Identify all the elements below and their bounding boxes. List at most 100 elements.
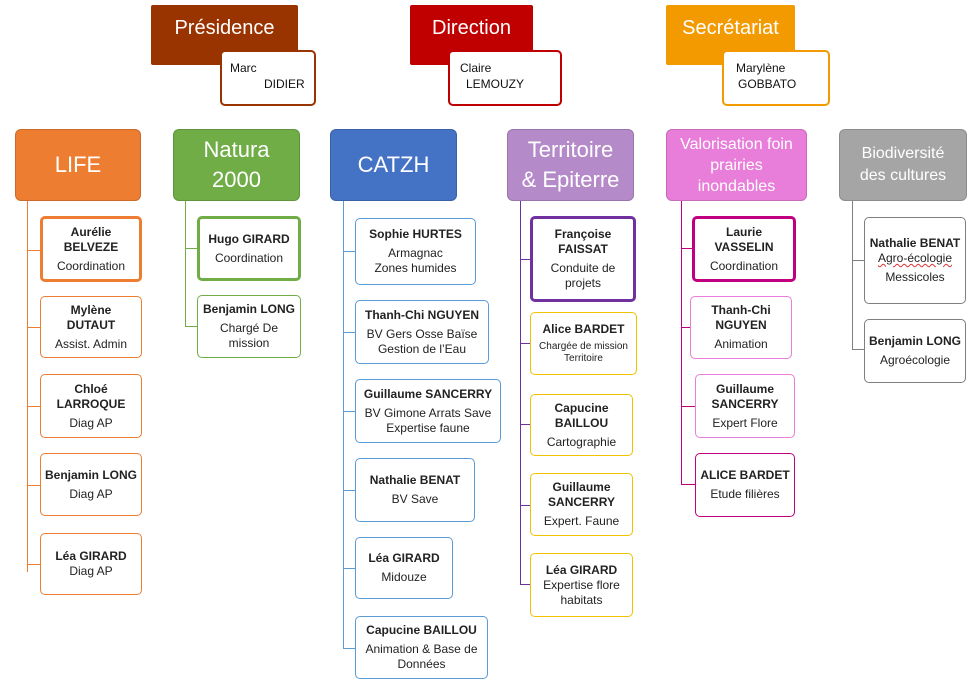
- connector-line: [27, 406, 41, 407]
- member-role: Expert Flore: [712, 415, 778, 430]
- life-member-card: Chloé LARROQUE Diag AP: [40, 374, 142, 438]
- connector-line: [681, 484, 695, 485]
- member-role: BV Gers Osse Baïse: [366, 326, 478, 341]
- member-name: VASSELIN: [714, 239, 774, 254]
- member-name: Nathalie BENAT: [369, 473, 461, 487]
- catzh-title: CATZH: [357, 152, 430, 177]
- catzh-member-card: Capucine BAILLOU Animation & Base de Don…: [355, 616, 488, 679]
- catzh-connector: [343, 201, 344, 649]
- member-name: Françoise: [554, 227, 612, 241]
- member-name: Laurie: [725, 224, 762, 239]
- valorisation-member-card: Guillaume SANCERRY Expert Flore: [695, 374, 795, 438]
- member-role: Diag AP: [69, 415, 113, 430]
- secretariat-title: Secrétariat: [682, 16, 779, 39]
- member-name: DUTAUT: [66, 317, 116, 332]
- secretariat-last-name: GOBBATO: [738, 77, 797, 91]
- valorisation-member-card: ALICE BARDET Etude filières: [695, 453, 795, 517]
- catzh-member-card: Sophie HURTES Armagnac Zones humides: [355, 218, 476, 285]
- connector-line: [185, 326, 198, 327]
- catzh-member-card: Thanh-Chi NGUYEN BV Gers Osse Baïse Gest…: [355, 300, 489, 364]
- member-name: SANCERRY: [548, 495, 615, 509]
- connector-line: [27, 327, 41, 328]
- member-name: LARROQUE: [56, 396, 126, 411]
- member-role: Armagnac: [388, 246, 443, 260]
- member-role: BV Gimone Arrats Save: [364, 405, 492, 420]
- life-connector: [27, 201, 28, 572]
- member-name: Léa GIRARD: [545, 562, 618, 577]
- life-member-card: Léa GIRARD Diag AP: [40, 533, 142, 595]
- natura-connector: [185, 201, 186, 327]
- territoire-member-card: Léa GIRARD Expertise flore habitats: [530, 553, 633, 617]
- connector-line: [681, 327, 691, 328]
- member-role: Territoire: [564, 353, 603, 364]
- member-role: Chargée de mission: [539, 341, 628, 352]
- life-title: LIFE: [54, 152, 102, 177]
- biodiversite-member-card: Benjamin LONG Agroécologie: [864, 319, 966, 383]
- direction-first-name: Claire: [460, 61, 492, 75]
- direction-title: Direction: [432, 16, 511, 39]
- biodiversite-connector: [852, 201, 853, 350]
- connector-line: [27, 250, 41, 251]
- member-role: Coordination: [214, 250, 284, 265]
- presidence-title: Présidence: [174, 16, 275, 39]
- member-role: Animation: [714, 337, 768, 351]
- biodiversite-title-l2: des cultures: [859, 167, 947, 184]
- member-name: Guillaume SANCERRY: [363, 386, 493, 401]
- member-name: Guillaume: [715, 381, 774, 396]
- member-role: Agro-écologie: [877, 251, 953, 265]
- connector-line: [520, 424, 531, 425]
- natura-member-card: Hugo GIRARD Coordination: [197, 216, 301, 281]
- connector-line: [27, 564, 41, 565]
- member-role: Chargé De: [219, 321, 279, 335]
- catzh-member-card: Nathalie BENAT BV Save: [355, 458, 475, 522]
- territoire-member-card: Guillaume SANCERRY Expert. Faune: [530, 473, 633, 536]
- member-name: Mylène: [70, 302, 112, 317]
- member-name: Hugo GIRARD: [208, 231, 290, 246]
- member-role: Conduite de: [550, 261, 616, 275]
- catzh-member-card: Guillaume SANCERRY BV Gimone Arrats Save…: [355, 379, 501, 443]
- member-role: Zones humides: [374, 261, 457, 275]
- member-role: Coordination: [56, 258, 126, 273]
- connector-line: [520, 584, 531, 585]
- biodiversite-header: Biodiversité des cultures: [839, 129, 967, 201]
- presidence-person: Marc DIDIER: [220, 50, 316, 106]
- connector-line: [520, 343, 531, 344]
- member-name: Aurélie: [70, 224, 112, 239]
- member-name: Sophie HURTES: [369, 227, 462, 241]
- member-name: Chloé: [74, 381, 108, 396]
- valorisation-connector: [681, 201, 682, 485]
- member-name: FAISSAT: [558, 242, 608, 256]
- connector-line: [681, 406, 695, 407]
- valorisation-member-card: Thanh-Chi NGUYEN Animation: [690, 296, 792, 359]
- connector-line: [520, 259, 531, 260]
- territoire-member-card: Capucine BAILLOU Cartographie: [530, 394, 633, 456]
- connector-line: [343, 490, 356, 491]
- member-role: Messicoles: [885, 270, 945, 284]
- member-name: BELVEZE: [63, 239, 119, 254]
- member-role: Etude filières: [710, 487, 780, 501]
- member-name: Capucine BAILLOU: [366, 623, 477, 637]
- connector-line: [185, 248, 198, 249]
- presidence-first-name: Marc: [230, 61, 257, 75]
- member-name: BAILLOU: [554, 415, 609, 430]
- member-name: Alice BARDET: [542, 322, 625, 336]
- catzh-member-card: Léa GIRARD Midouze: [355, 537, 453, 599]
- life-header: LIFE: [15, 129, 141, 201]
- member-name: Guillaume: [552, 480, 611, 494]
- member-name: Benjamin LONG: [869, 334, 962, 348]
- biodiversite-title-l1: Biodiversité: [861, 145, 945, 162]
- member-role: Cartographie: [546, 434, 617, 449]
- territoire-member-card: Alice BARDET Chargée de mission Territoi…: [530, 312, 637, 375]
- valorisation-title-l3: inondables: [697, 177, 776, 195]
- life-member-card: Mylène DUTAUT Assist. Admin: [40, 296, 142, 358]
- natura-title-l2: 2000: [212, 167, 261, 192]
- member-name: Nathalie BENAT: [869, 236, 961, 250]
- member-name: Léa GIRARD: [55, 549, 127, 563]
- connector-line: [343, 332, 356, 333]
- member-role: Données: [397, 657, 446, 671]
- catzh-header: CATZH: [330, 129, 457, 201]
- member-role: Diag AP: [69, 486, 113, 501]
- member-role: Expert. Faune: [543, 514, 620, 528]
- secretariat-person: Marylène GOBBATO: [722, 50, 830, 106]
- member-name: ALICE BARDET: [700, 468, 790, 482]
